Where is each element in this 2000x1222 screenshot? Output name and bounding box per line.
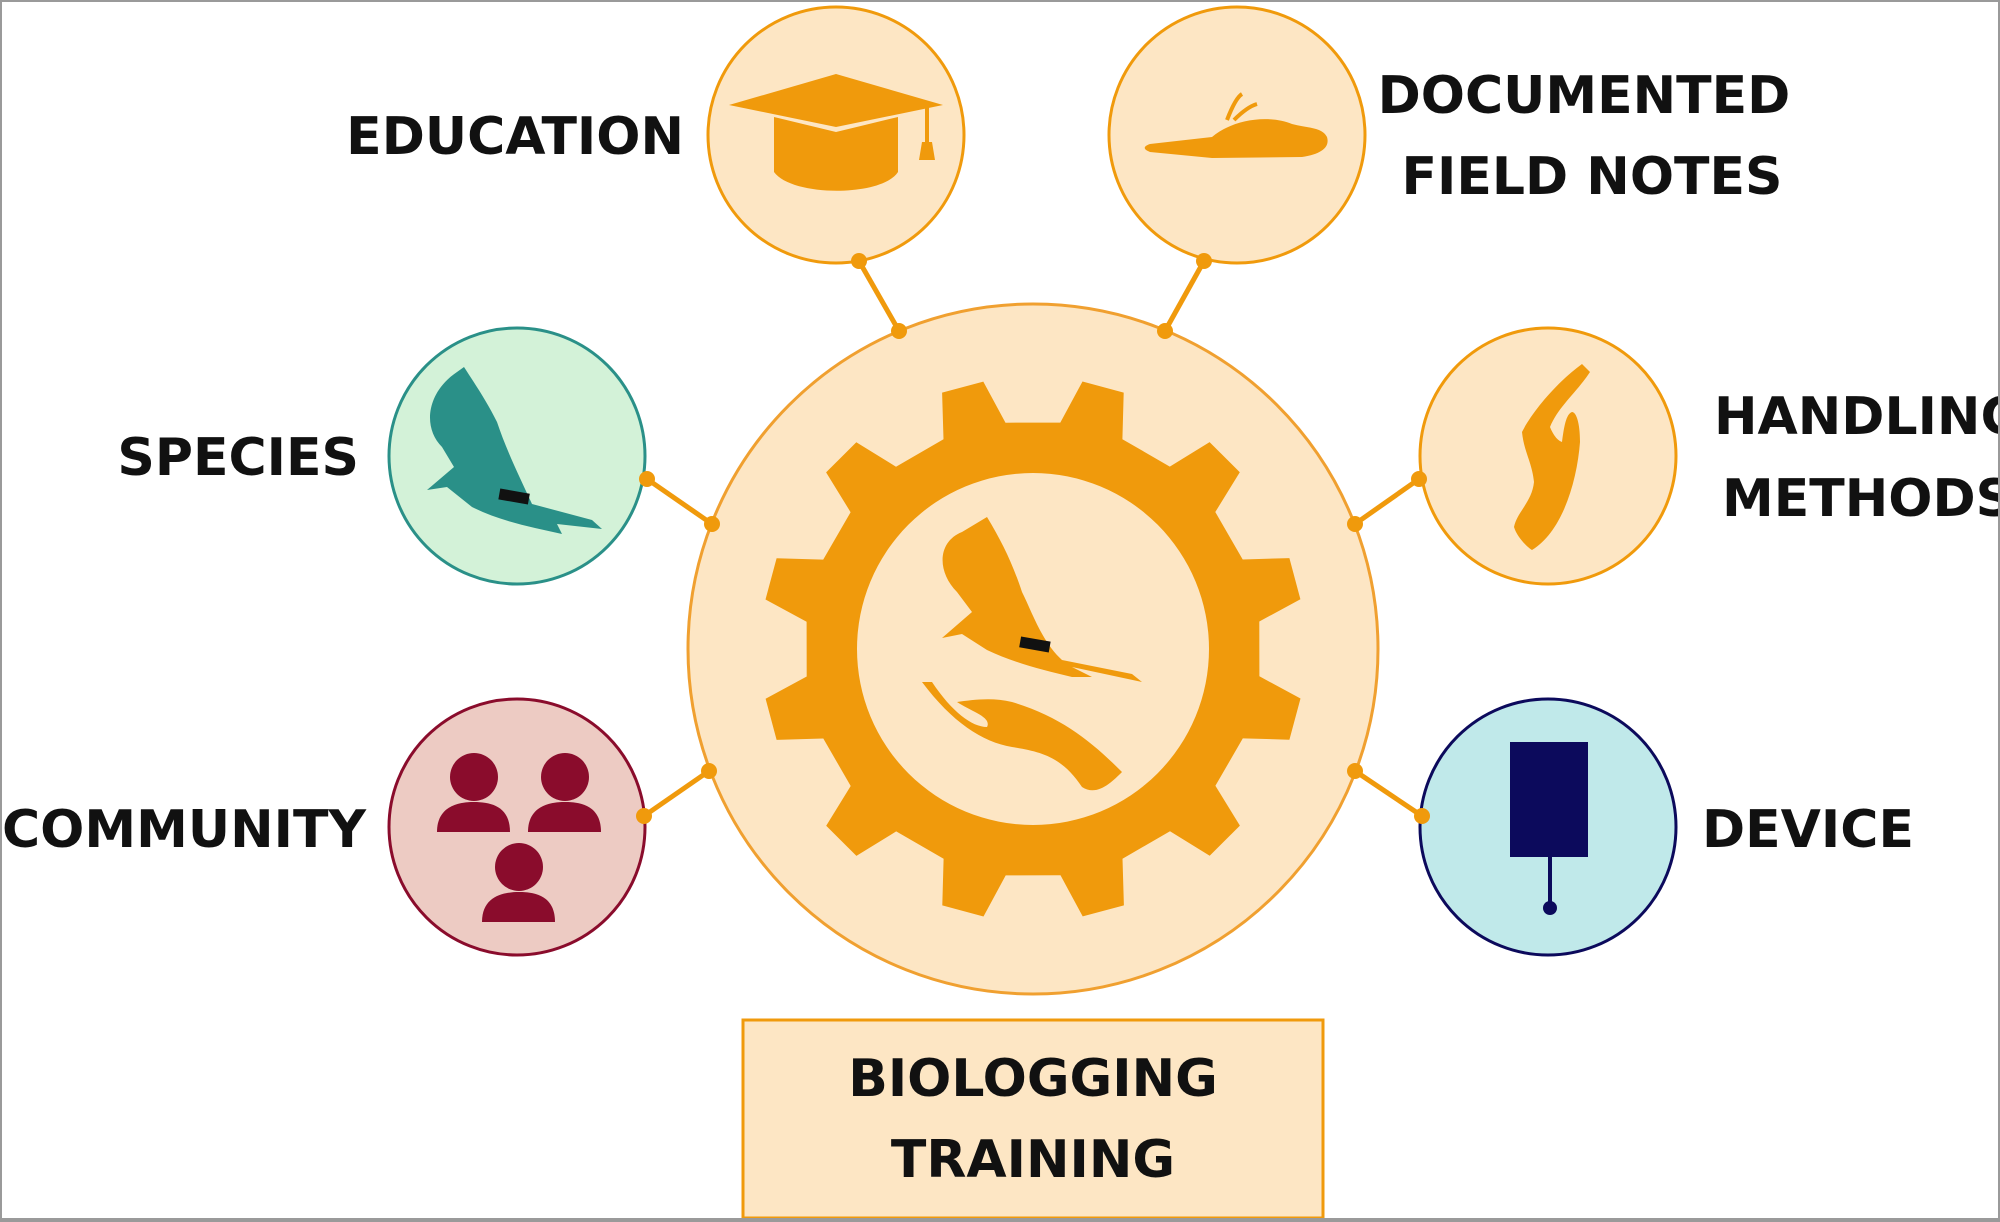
connector-handling	[1353, 476, 1421, 527]
connector-species	[645, 476, 714, 527]
title-box	[741, 1018, 1325, 1218]
label-device: DEVICE	[1702, 800, 1914, 860]
label-education: EDUCATION	[346, 107, 684, 167]
connector-dots	[636, 253, 1430, 824]
bird-in-hand-icon	[922, 502, 1142, 791]
label-handling-line1: HANDLING	[1714, 387, 2000, 447]
title-line1: BIOLOGGING	[848, 1049, 1218, 1109]
label-field-notes-line2: FIELD NOTES	[1402, 147, 1783, 207]
label-species: SPECIES	[117, 428, 359, 488]
title-line2: TRAINING	[891, 1130, 1175, 1190]
tagged-bird-icon	[427, 367, 602, 534]
tag-device-icon	[1510, 742, 1588, 915]
label-field-notes-line1: DOCUMENTED	[1378, 66, 1791, 126]
label-community: COMMUNITY	[2, 800, 367, 860]
node-device	[1418, 697, 1678, 957]
connector-device	[1353, 768, 1424, 819]
node-education	[706, 5, 966, 265]
connector-field-notes	[1162, 259, 1207, 333]
hand-icon	[1514, 364, 1590, 550]
gear-icon	[765, 381, 1301, 917]
label-handling-line2: METHODS	[1722, 469, 2000, 529]
node-community	[387, 697, 647, 957]
connectors	[642, 259, 1424, 819]
people-icon	[437, 753, 601, 922]
graduation-cap-icon	[729, 74, 943, 191]
connector-education	[856, 259, 902, 333]
connector-community	[642, 768, 711, 819]
dead-bird-icon	[1144, 92, 1328, 158]
node-field-notes	[1107, 5, 1367, 265]
node-handling	[1418, 326, 1678, 586]
node-species	[387, 326, 647, 586]
